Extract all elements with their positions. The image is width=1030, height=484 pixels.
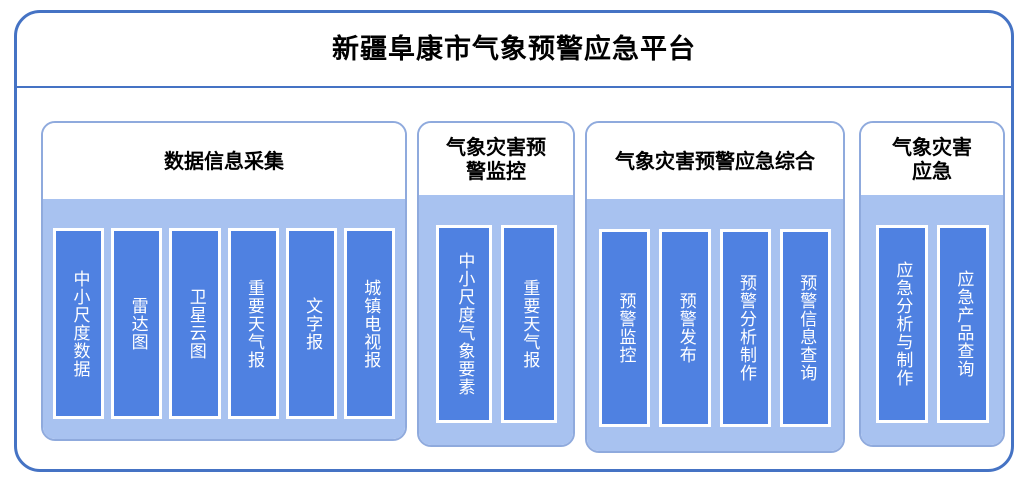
page-title: 新疆阜康市气象预警应急平台 (332, 34, 696, 65)
panel-data-collection[interactable]: 数据信息采集 中小尺度数据 雷达图 卫星云图 重要天气报 文字报 城镇电视报 (41, 121, 407, 441)
panel-disaster-emergency[interactable]: 气象灾害 应急 应急分析与制作 应急产品查询 (859, 121, 1005, 447)
node-yingjifenxiyuzhizuo[interactable]: 应急分析与制作 (875, 225, 928, 423)
node-wenzibao[interactable]: 文字报 (285, 228, 337, 419)
node-yujingjiankong[interactable]: 预警监控 (599, 229, 651, 427)
panel-disaster-emergency-header: 气象灾害 应急 (861, 123, 1003, 195)
node-zhongyaotianqibao-2[interactable]: 重要天气报 (500, 225, 557, 423)
panel-data-collection-header: 数据信息采集 (43, 123, 405, 199)
panel-disaster-warning-monitoring[interactable]: 气象灾害预 警监控 中小尺度气象要素 重要天气报 (417, 121, 575, 447)
panel-disaster-warning-monitoring-header: 气象灾害预 警监控 (419, 123, 573, 195)
panel-warning-emergency-integrated-header: 气象灾害预警应急综合 (587, 123, 843, 199)
node-yujingfabu[interactable]: 预警发布 (659, 229, 711, 427)
node-yingjichanpinchaxun[interactable]: 应急产品查询 (936, 225, 989, 423)
panel-disaster-emergency-body: 应急分析与制作 应急产品查询 (861, 195, 1003, 445)
node-leidatu[interactable]: 雷达图 (111, 228, 163, 419)
node-zhongxiaochidushuju[interactable]: 中小尺度数据 (52, 228, 105, 419)
node-chengzhendianshibao[interactable]: 城镇电视报 (343, 228, 396, 419)
node-zhongxiaochiduqixiangyaosu[interactable]: 中小尺度气象要素 (435, 225, 492, 423)
platform-frame: 新疆阜康市气象预警应急平台 数据信息采集 中小尺度数据 雷达图 卫星云图 重要天… (14, 10, 1014, 472)
node-yujingxinxichaxun[interactable]: 预警信息查询 (779, 229, 831, 427)
panel-warning-emergency-integrated[interactable]: 气象灾害预警应急综合 预警监控 预警发布 预警分析制作 预警信息查询 (585, 121, 845, 453)
panel-data-collection-body: 中小尺度数据 雷达图 卫星云图 重要天气报 文字报 城镇电视报 (43, 199, 405, 439)
node-weixingyuntu[interactable]: 卫星云图 (169, 228, 221, 419)
panel-warning-emergency-integrated-body: 预警监控 预警发布 预警分析制作 预警信息查询 (587, 199, 843, 451)
title-divider (17, 86, 1011, 88)
panel-disaster-warning-monitoring-body: 中小尺度气象要素 重要天气报 (419, 195, 573, 445)
node-zhongyaotianqibao[interactable]: 重要天气报 (227, 228, 279, 419)
node-yujingfenxizhizuo[interactable]: 预警分析制作 (719, 229, 771, 427)
